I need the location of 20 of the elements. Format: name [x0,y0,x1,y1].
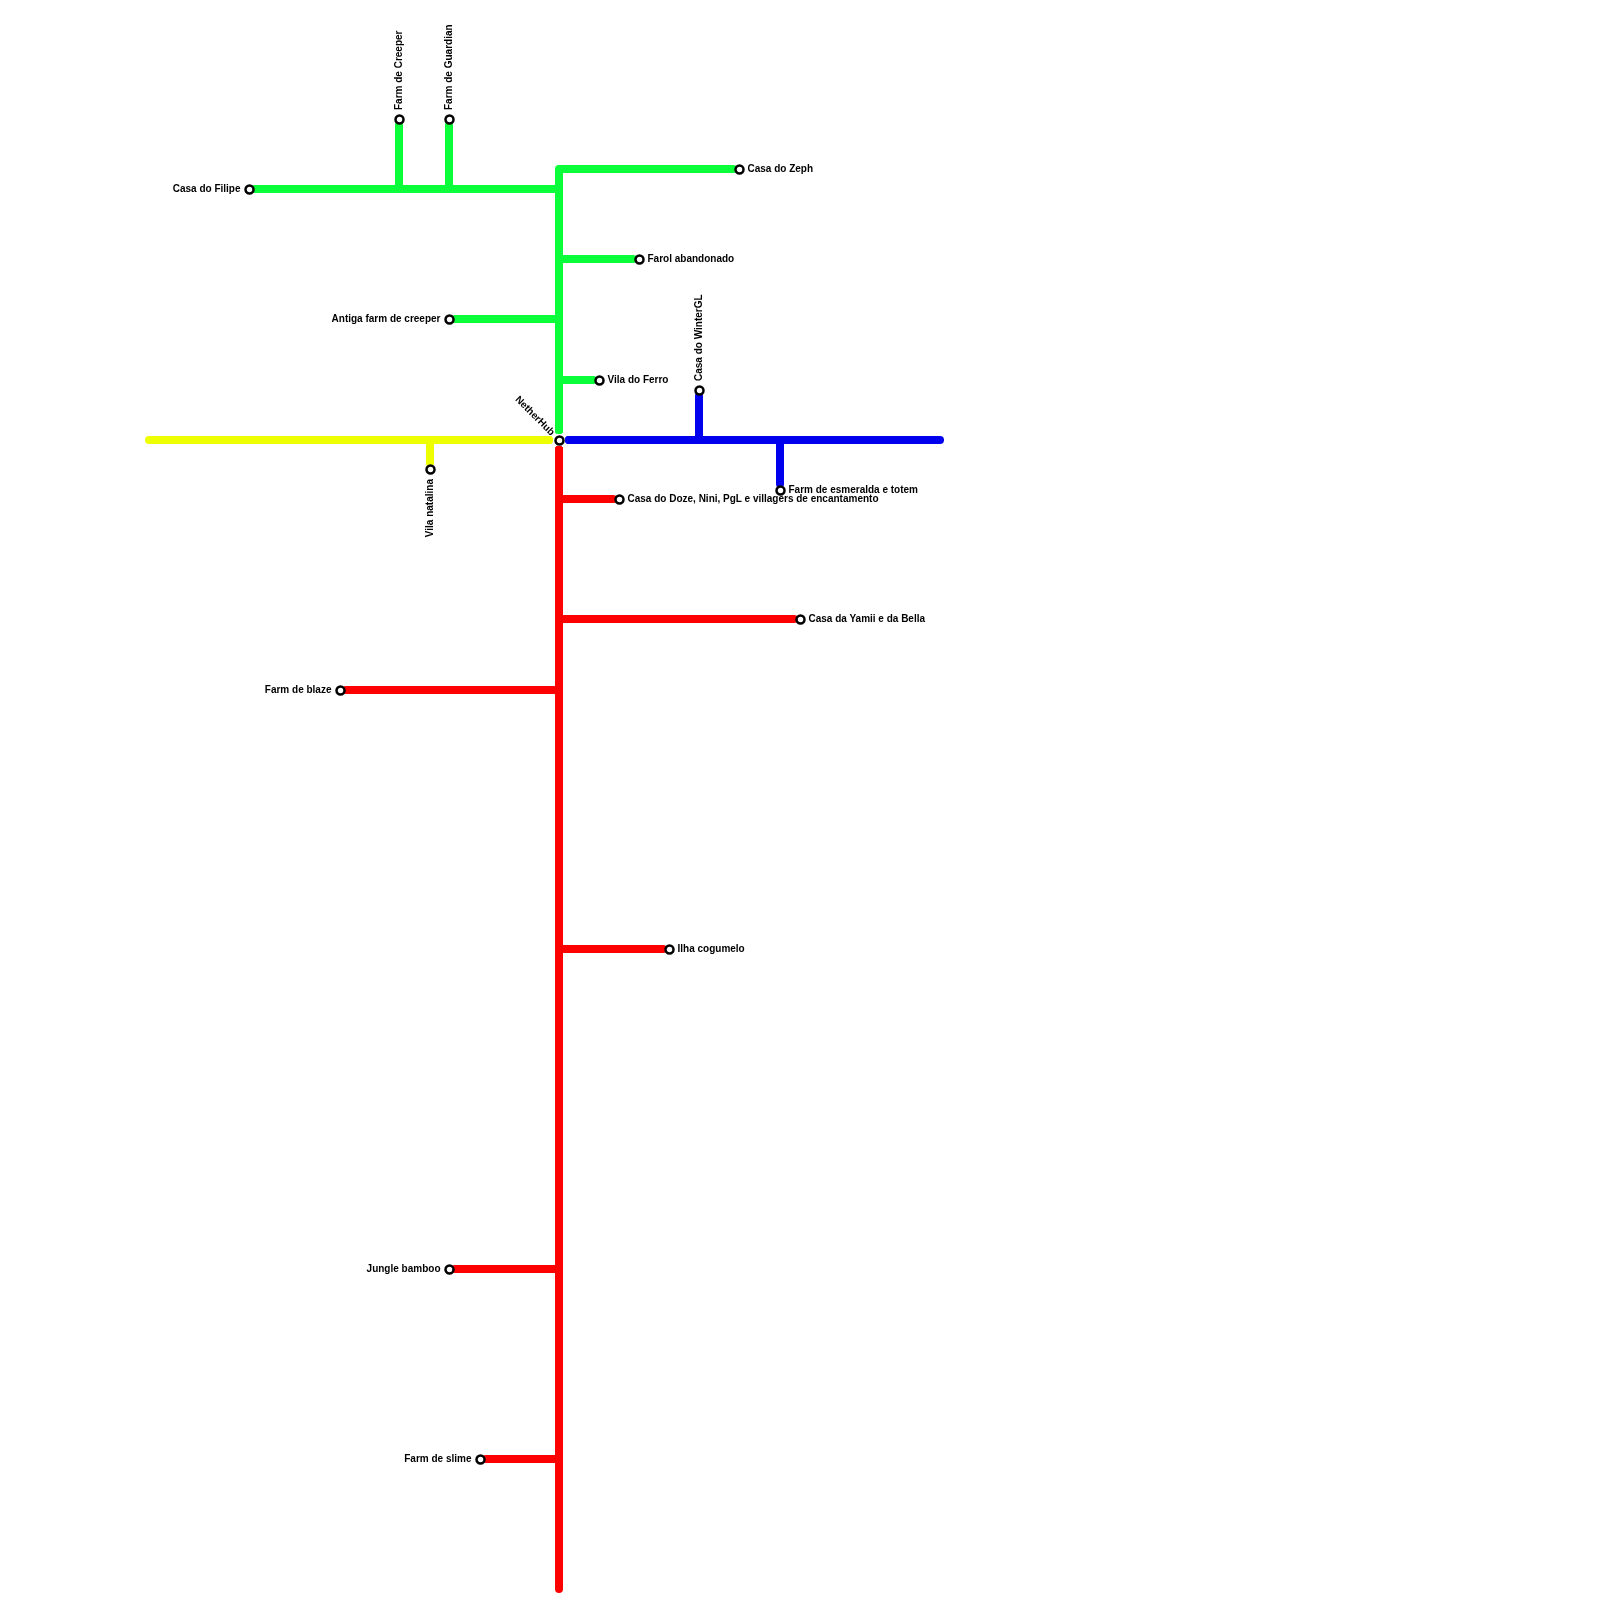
station-label: Casa do Zeph [747,162,814,175]
station-label: Farm de Guardian [443,23,455,110]
station-label: Farm de slime [404,1452,472,1465]
station-label: Jungle bamboo [366,1262,441,1275]
transit-line [555,376,597,434]
station-label: Vila natalina [424,478,436,537]
station-label: Farol abandonado [647,252,735,265]
station-label: Casa da Yamii e da Bella [808,612,926,625]
transit-line [565,436,944,444]
station-label: Farm de blaze [264,683,332,696]
station-label: Vila do Ferro [607,373,669,386]
station-label: Farm de esmeralda e totem [788,483,918,495]
station-label: Casa do WinterGL [693,293,705,381]
station-label: Farm de Creeper [393,30,405,110]
station-label: Antiga farm de creeper [331,312,441,325]
transit-line [555,446,563,1593]
station-label: Casa do Doze, Nini, PgL e villagers de encantamento [627,492,879,505]
transit-line [145,436,553,444]
station-label: Casa do Filipe [172,182,241,195]
station-label: Ilha cogumelo [677,942,745,955]
